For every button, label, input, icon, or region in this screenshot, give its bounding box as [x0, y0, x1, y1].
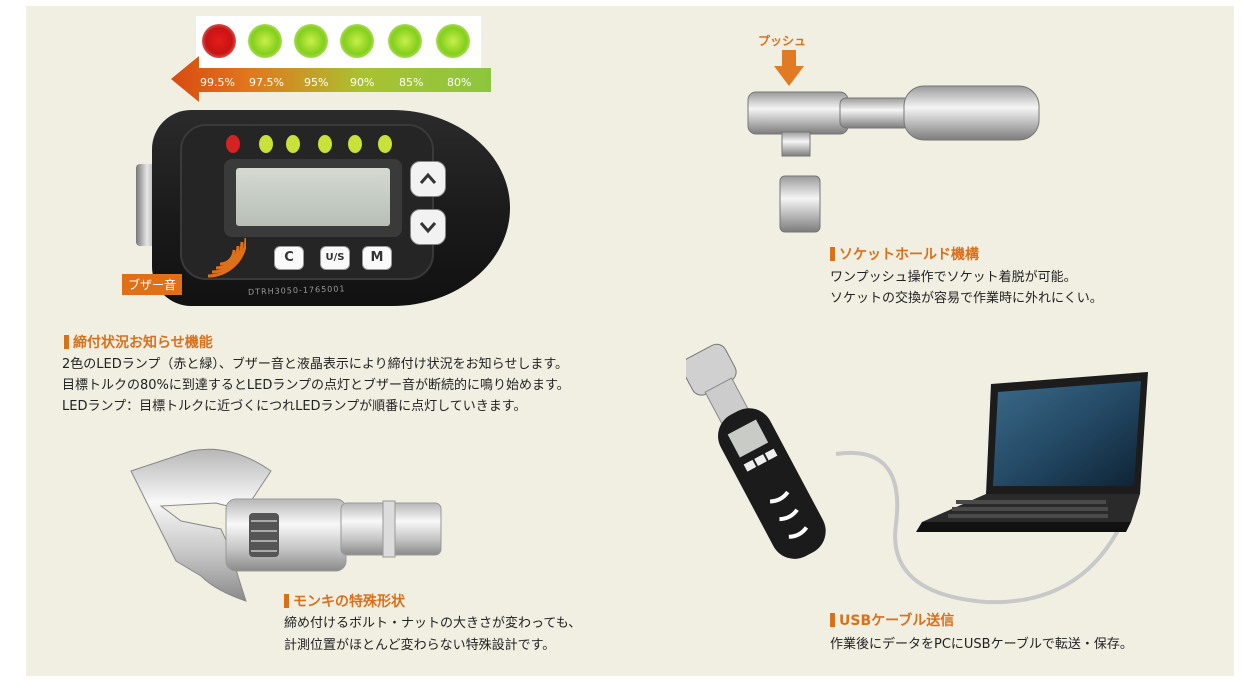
green-led-icon: [248, 24, 282, 58]
led-indicator-panel: [196, 16, 481, 72]
green-led-icon: [436, 24, 470, 58]
red-led-icon: [202, 24, 236, 58]
green-led-icon: [294, 24, 328, 58]
notification-section-title: 締付状況お知らせ機能: [64, 332, 213, 352]
notification-text-line: LEDランプ：目標トルクに近づくにつれLEDランプが順番に点灯していきます。: [62, 399, 527, 414]
monkey-section-title: モンキの特殊形状: [284, 591, 405, 611]
percentage-label: 99.5%: [200, 76, 235, 89]
monkey-text-line: 計測位置がほとんど変わらない特殊設計です。: [284, 638, 556, 653]
monkey-text-line: 締め付けるボルト・ナットの大きさが変わっても、: [284, 616, 582, 631]
lcd-screen: [236, 168, 390, 226]
percentage-label: 90%: [350, 76, 375, 89]
feature-page: 99.5% 97.5% 95% 90% 85% 80% C U/S M DTRH…: [26, 6, 1234, 676]
usb-section-title: USBケーブル送信: [830, 610, 954, 630]
device-led-green-icon: [286, 135, 300, 153]
percentage-label: 80%: [447, 76, 472, 89]
m-button[interactable]: M: [362, 246, 392, 270]
socket-text-line: ソケットの交換が容易で作業時に外れにくい。: [830, 291, 1103, 306]
monkey-title-text: モンキの特殊形状: [293, 594, 405, 610]
unit-select-button[interactable]: U/S: [320, 246, 350, 270]
usb-text-line: 作業後にデータをPCにUSBケーブルで転送・保存。: [830, 637, 1133, 652]
socket-text-line: ワンプッシュ操作でソケット着脱が可能。: [830, 270, 1077, 285]
percentage-label: 95%: [304, 76, 329, 89]
percentage-label: 85%: [399, 76, 424, 89]
notification-text-line: 2色のLEDランプ（赤と緑）、ブザー音と液晶表示により締付け状況をお知らせします…: [62, 357, 569, 372]
socket-title-text: ソケットホールド機構: [839, 247, 979, 263]
chevron-down-icon: [419, 222, 437, 234]
device-led-green-icon: [348, 135, 362, 153]
usb-title-text: USBケーブル送信: [839, 613, 955, 629]
device-led-green-icon: [259, 135, 273, 153]
progress-arrow-icon: [171, 56, 491, 102]
wrench-laptop-image: [686, 343, 1148, 605]
adjustable-wrench-image: [130, 448, 442, 602]
ratchet-socket-image: [747, 85, 1040, 233]
push-arrow-icon: [774, 50, 804, 86]
down-button[interactable]: [410, 209, 446, 245]
device-led-red-icon: [226, 135, 240, 153]
green-led-icon: [388, 24, 422, 58]
chevron-up-icon: [419, 172, 437, 184]
notification-title-text: 締付状況お知らせ機能: [73, 335, 213, 351]
sound-waves-icon: [207, 237, 246, 278]
device-led-green-icon: [318, 135, 332, 153]
green-led-icon: [340, 24, 374, 58]
c-button[interactable]: C: [274, 246, 304, 270]
notification-text-line: 目標トルクの80%に到達するとLEDランプの点灯とブザー音が断続的に鳴り始めます…: [62, 378, 570, 393]
up-button[interactable]: [410, 161, 446, 197]
push-label: プッシュ: [758, 34, 807, 48]
device-led-green-icon: [378, 135, 392, 153]
socket-section-title: ソケットホールド機構: [830, 244, 979, 264]
percentage-label: 97.5%: [249, 76, 284, 89]
buzzer-label: ブザー音: [122, 274, 183, 295]
